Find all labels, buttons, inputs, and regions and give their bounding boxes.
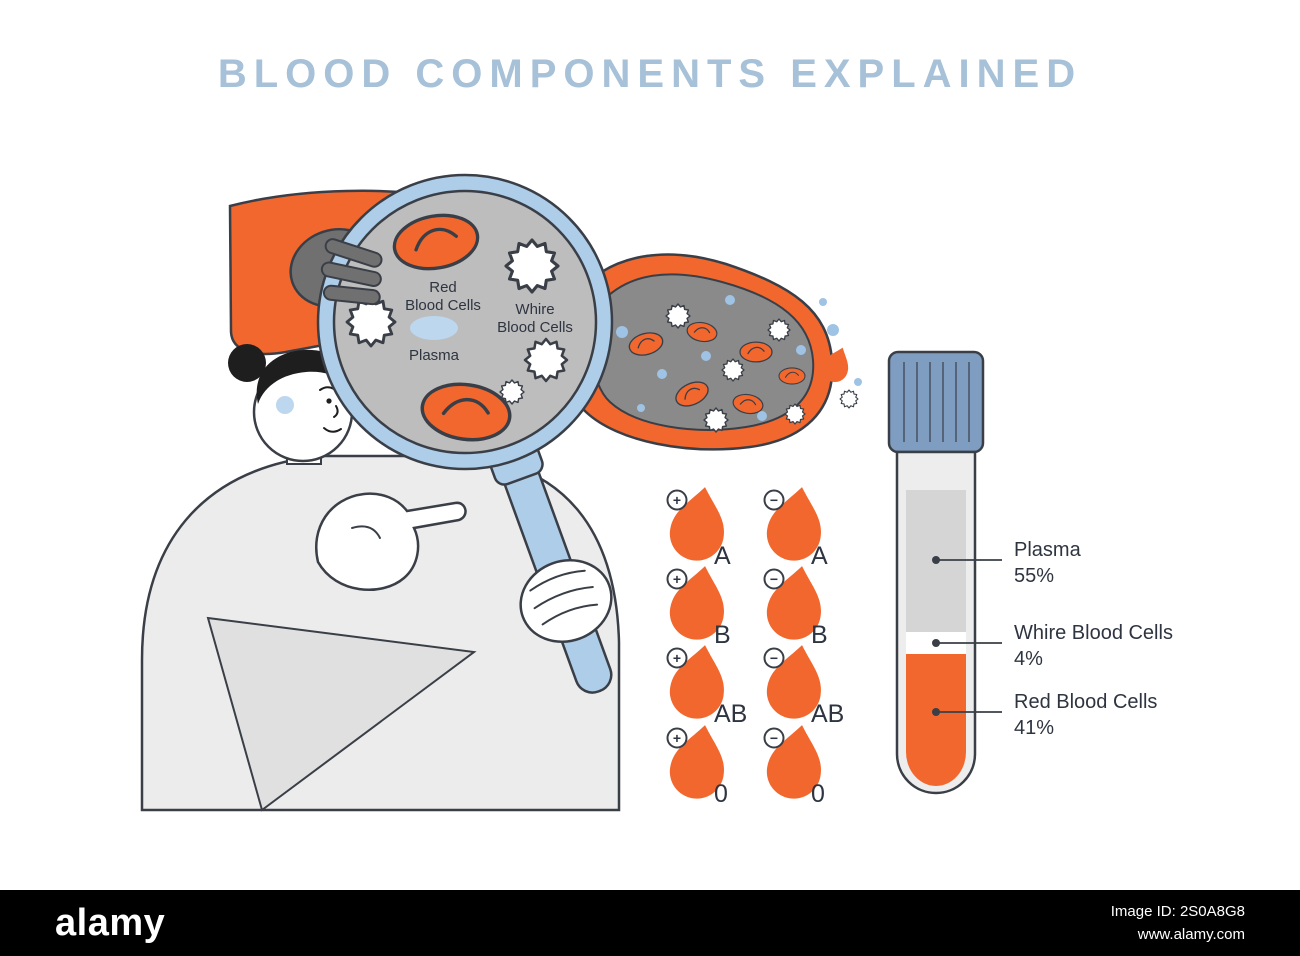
- page-title: BLOOD COMPONENTS EXPLAINED: [217, 52, 1083, 96]
- sign-label: +: [673, 730, 681, 746]
- hair-bun: [228, 344, 266, 382]
- clothing-fold: [206, 616, 477, 812]
- eye: [326, 398, 332, 404]
- magnifying-glass: Red Blood Cells Whire Blood Cells Plasma: [316, 173, 614, 471]
- white-blood-cell-icon: [839, 389, 859, 409]
- vessel-lumen: [589, 273, 815, 431]
- tube-layer-red-cells: [906, 654, 966, 786]
- type-letter: A: [811, 542, 828, 570]
- footer-bar: alamy Image ID: 2S0A8G8 www.alamy.com: [0, 890, 1300, 956]
- test-tube: Plasma 55% Whire Blood Cells 4% Red Bloo…: [887, 350, 1173, 795]
- layer-label-percent: 41%: [1014, 717, 1054, 739]
- plasma-dot: [657, 369, 667, 379]
- type-letter: 0: [714, 780, 728, 808]
- type-letter: AB: [811, 700, 844, 728]
- pointing-hand: [315, 492, 467, 591]
- blood-drop-b-positive: + B: [665, 561, 732, 649]
- gripping-hand: [519, 559, 613, 643]
- layer-label-name: Red Blood Cells: [1014, 691, 1157, 713]
- alamy-logo: alamy: [55, 901, 166, 944]
- cap-ridges: [903, 362, 970, 442]
- plasma-dot: [854, 378, 862, 386]
- plasma-dot: [725, 295, 735, 305]
- white-blood-cells-label-line1: Whire: [515, 301, 554, 318]
- woman-figure: [140, 344, 621, 812]
- layer-label-percent: 55%: [1014, 565, 1054, 587]
- blood-drop-0-positive: + 0: [665, 720, 732, 808]
- sign-circle: [666, 727, 688, 749]
- plasma-dot: [616, 326, 628, 338]
- sign-circle: [666, 647, 688, 669]
- image-id: Image ID: 2S0A8G8: [1110, 902, 1245, 920]
- nose: [333, 405, 339, 418]
- mouth: [323, 427, 342, 433]
- finger-lines: [529, 569, 599, 626]
- plasma-dot: [701, 351, 711, 361]
- lens-contents: Red Blood Cells Whire Blood Cells Plasma: [345, 207, 573, 447]
- blood-drop-b-negative: − B: [762, 561, 829, 649]
- tube-annotations: Plasma 55% Whire Blood Cells 4% Red Bloo…: [932, 539, 1173, 739]
- sign-circle: [666, 489, 688, 511]
- blood-type-grid: + A − A + B − B: [665, 482, 844, 808]
- sign-circle: [763, 727, 785, 749]
- sign-label: +: [673, 492, 681, 508]
- sign-circle: [763, 647, 785, 669]
- layer-label-name: Plasma: [1014, 539, 1082, 561]
- red-blood-cell-icon: [739, 341, 773, 363]
- sign-label: −: [770, 492, 778, 508]
- sign-label: +: [673, 571, 681, 587]
- plasma-label: Plasma: [409, 347, 460, 364]
- type-letter: B: [714, 621, 731, 649]
- sign-label: −: [770, 650, 778, 666]
- red-blood-cell-icon: [778, 367, 806, 385]
- fist: [519, 559, 613, 643]
- plasma-blob: [410, 316, 458, 340]
- plasma-dot: [757, 411, 767, 421]
- plasma-dot: [796, 345, 806, 355]
- sign-label: −: [770, 571, 778, 587]
- layer-label-name: Whire Blood Cells: [1014, 622, 1173, 644]
- red-blood-cells-label-line2: Blood Cells: [405, 297, 481, 314]
- fingers-over-rim: [320, 238, 383, 306]
- white-blood-cells-label-line2: Blood Cells: [497, 319, 573, 336]
- ear-accent: [276, 396, 294, 414]
- vessel-cells: [616, 295, 806, 433]
- website-url: www.alamy.com: [1137, 926, 1245, 943]
- type-letter: 0: [811, 780, 825, 808]
- hand-shape: [315, 492, 467, 591]
- layer-label-percent: 4%: [1014, 648, 1043, 670]
- plasma-dot: [637, 404, 645, 412]
- type-letter: AB: [714, 700, 747, 728]
- red-blood-cells-label-line1: Red: [429, 279, 457, 296]
- thumb-line: [351, 525, 381, 539]
- blood-drop-ab-negative: − AB: [762, 640, 844, 728]
- sign-label: −: [770, 730, 778, 746]
- illustration-canvas: Red Blood Cells Whire Blood Cells Plasma…: [140, 173, 1173, 812]
- blood-drop-ab-positive: + AB: [665, 640, 747, 728]
- sign-circle: [666, 568, 688, 590]
- vessel-spill: [818, 298, 862, 409]
- sign-label: +: [673, 650, 681, 666]
- sign-circle: [763, 489, 785, 511]
- blood-drop-a-positive: + A: [665, 482, 732, 570]
- footer-info: Image ID: 2S0A8G8 www.alamy.com: [1111, 900, 1245, 947]
- blood-drop-0-negative: − 0: [762, 720, 829, 808]
- plasma-dot: [827, 324, 839, 336]
- plasma-dot: [819, 298, 827, 306]
- blood-drop-a-negative: − A: [762, 482, 829, 570]
- type-letter: A: [714, 542, 731, 570]
- type-letter: B: [811, 621, 828, 649]
- sign-circle: [763, 568, 785, 590]
- blood-vessel: [560, 253, 862, 451]
